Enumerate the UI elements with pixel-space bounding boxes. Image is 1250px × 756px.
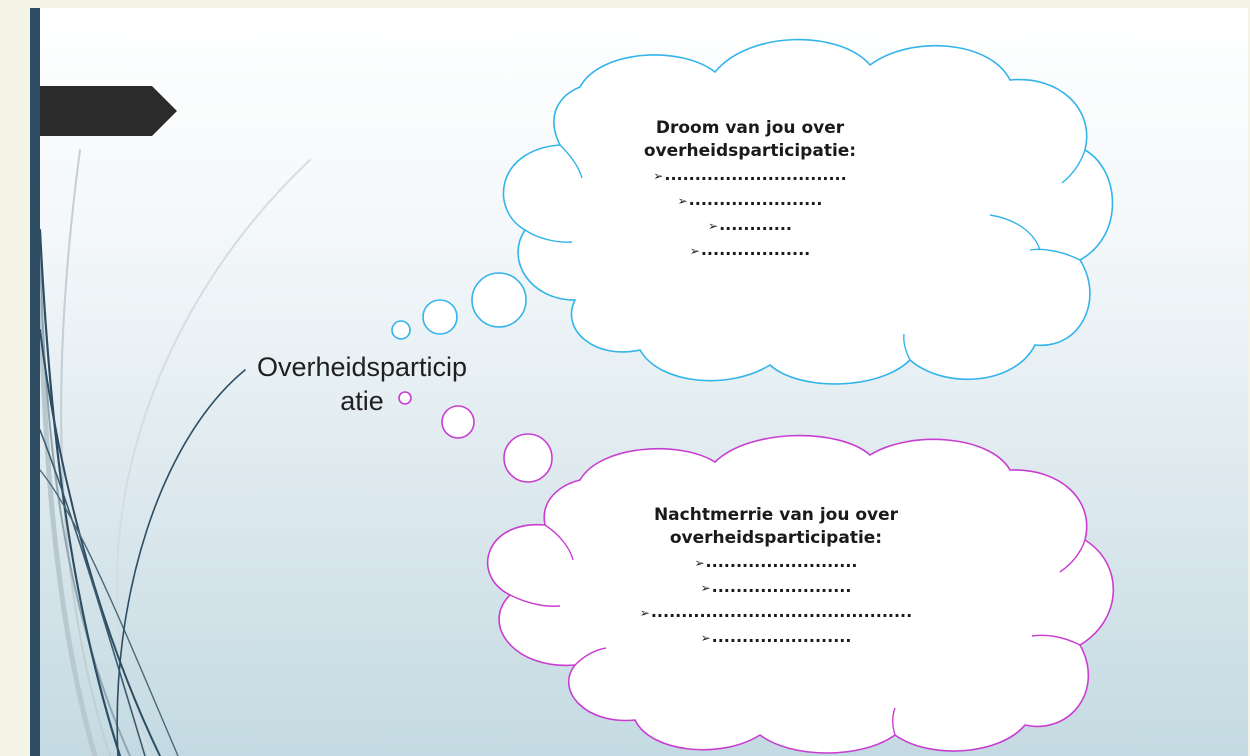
nightmare-heading-line-1: Nachtmerrie van jou over [653,505,899,525]
dream-bullet-1: ➢.............................. [653,165,847,184]
nightmare-cloud-fold-6 [892,707,896,736]
dream-cloud-fold-6 [903,333,911,361]
dream-bullet-3: ➢............ [708,215,792,234]
slide-title: Overheidsparticip atie [222,350,502,418]
nightmare-bullet-2: ➢....................... [700,577,852,596]
dream-cloud-text: Droom van jou over overheidsparticipatie… [600,117,900,263]
dream-cloud-fold-5 [524,229,573,243]
nightmare-heading-line-2: overheidsparticipatie: [669,528,883,548]
dream-cloud-fold-2 [1061,149,1086,184]
nightmare-bullet-1: ➢......................... [694,552,858,571]
nightmare-cloud-fold-5 [574,647,607,666]
arrowhead-bullet-icon: ➢ [708,219,719,233]
header-arrow-shape [40,86,177,136]
vertical-accent-bar [30,8,40,756]
left-margin [0,0,30,756]
slide-title-line-2: atie [340,386,384,416]
slide-title-line-1: Overheidsparticip [256,352,468,382]
nightmare-cloud-fold-4 [509,594,561,607]
nightmare-bubble-large [503,433,553,483]
curve-dark-1 [38,228,122,756]
dream-cloud-fold-1 [559,144,583,179]
nightmare-bubble-small [398,391,412,405]
nightmare-cloud-text: Nachtmerrie van jou over overheidspartic… [586,504,966,650]
dream-bubble-large [471,272,527,328]
curve-dark-5 [116,369,246,756]
arrowhead-bullet-icon: ➢ [653,169,664,183]
dream-bubble-small [391,320,411,340]
nightmare-bullet-3: ➢.......................................… [639,602,913,621]
nightmare-bubble-medium [441,405,475,439]
curve-mid-1 [39,249,131,756]
dream-cloud-fold-4 [989,214,1041,251]
dream-heading-line-2: overheidsparticipatie: [643,141,857,161]
arrowhead-bullet-icon: ➢ [677,194,688,208]
curve-light-1 [116,159,311,756]
nightmare-cloud-fold-1 [544,524,574,561]
nightmare-bullet-4: ➢....................... [700,627,852,646]
right-margin [1248,0,1250,756]
nightmare-cloud-fold-2 [1059,539,1086,573]
nightmare-cloud-shape [486,434,1115,754]
arrowhead-bullet-icon: ➢ [700,631,711,645]
dream-bullet-4: ➢.................. [689,240,811,259]
curve-light-2 [60,149,111,756]
dream-cloud-shape [502,38,1114,385]
arrowhead-bullet-icon: ➢ [689,244,700,258]
dream-heading-line-1: Droom van jou over [655,118,845,138]
arrowhead-bullet-icon: ➢ [694,556,705,570]
dream-cloud-fold-3 [1029,248,1081,261]
dream-bullet-2: ➢...................... [677,190,823,209]
curve-dark-4 [39,469,179,756]
top-margin [0,0,1250,8]
nightmare-cloud-fold-3 [1031,634,1081,646]
dream-bubble-medium [422,299,458,335]
arrowhead-bullet-icon: ➢ [700,581,711,595]
arrowhead-bullet-icon: ➢ [639,606,650,620]
curve-dark-3 [39,429,146,756]
